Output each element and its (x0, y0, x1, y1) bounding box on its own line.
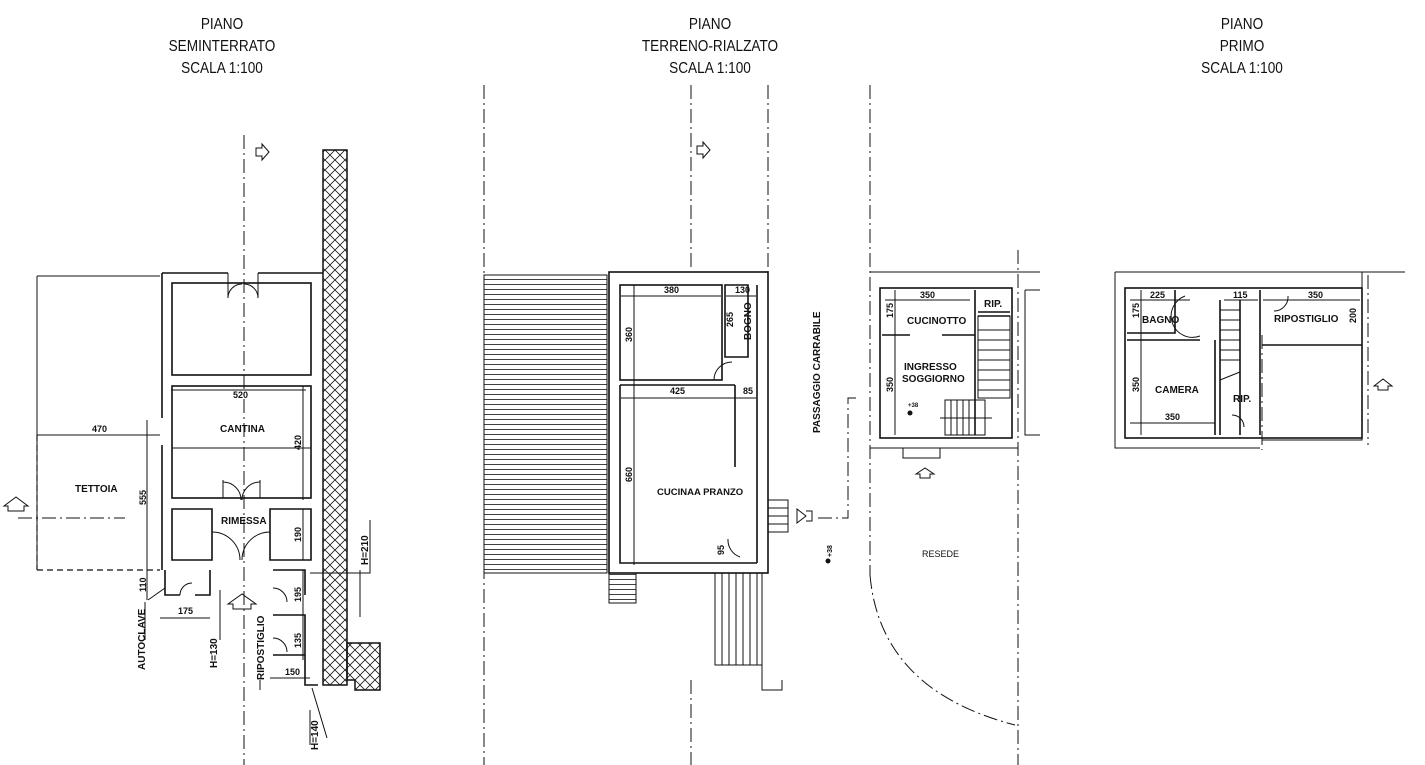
dimension-label: 110 (138, 577, 148, 592)
cantina-room (171, 385, 312, 499)
label-passaggio-carrabile: PASSAGGIO CARRABILE (812, 311, 823, 433)
dimension-label: 265 (725, 312, 735, 327)
dimension-label: 130 (735, 285, 750, 295)
dimension-label: 175 (885, 303, 895, 318)
title-line: PIANO (1220, 16, 1264, 33)
room-label-rip: RIP. (1233, 394, 1251, 405)
bogno-room (724, 284, 749, 358)
kitchen-room (619, 285, 758, 564)
room (171, 282, 312, 376)
dimension-label: 380 (664, 285, 679, 295)
level-label: +38 (827, 545, 834, 557)
arrow-icon (696, 140, 711, 160)
room-label-bagno: BAGNO (1142, 315, 1179, 326)
terrace-deck (483, 274, 608, 574)
entrance-arrow-icon (1372, 378, 1394, 391)
room-label-autoclave: AUTOCLAVE (137, 608, 148, 670)
basement-plan: TETTOIA CANTINA RIMESSA AUTOCLAVE RIPOST… (2, 135, 381, 765)
height-label: H=130 (209, 638, 220, 668)
ground-floor-unit-plan: 350 175 350 CUCINOTTO INGRESSO SOGGIORNO… (870, 271, 1040, 479)
service-rooms (164, 569, 318, 686)
retaining-wall (322, 149, 348, 686)
dimension-label: 555 (138, 490, 148, 505)
dimension-label: 425 (670, 386, 685, 396)
dimension-label: 135 (293, 633, 303, 648)
room-label-bogno: BOGNO (743, 302, 754, 340)
dimension-label: 195 (293, 587, 303, 602)
entrance-arrow-icon (226, 593, 258, 610)
title-line: PIANO (688, 16, 732, 33)
room-label-rip: RIP. (984, 299, 1002, 310)
label-resede: RESEDE (922, 549, 959, 559)
dimension-label: 360 (624, 327, 634, 342)
dimension-label: 175 (178, 606, 193, 616)
scale-label: SCALA 1:100 (669, 60, 751, 77)
dimension-label: 85 (743, 386, 753, 396)
dimension-label: 190 (293, 527, 303, 542)
room-label-cantina: CANTINA (220, 424, 265, 435)
room-label-soggiorno: SOGGIORNO (902, 374, 965, 385)
dimension-label: 520 (233, 390, 248, 400)
room-label-ripostiglio: RIPOSTIGLIO (1274, 314, 1339, 325)
dimension-label: 200 (1348, 308, 1358, 323)
dimension-label: 470 (92, 424, 107, 434)
level-marker-icon (825, 558, 831, 564)
room-label-ingresso: INGRESSO (904, 362, 957, 373)
room-label-camera: CAMERA (1155, 385, 1199, 396)
dimension-label: 175 (1131, 303, 1141, 318)
height-label: H=140 (310, 720, 321, 750)
door-icon (227, 273, 259, 299)
arrow-icon (255, 142, 270, 162)
dimension-label: 115 (1233, 290, 1248, 300)
ground-floor-plan: 380 130 360 265 425 85 660 95 BOGNO CUCI… (483, 85, 1019, 765)
dimension-label: 350 (1308, 290, 1323, 300)
exterior-wall (161, 272, 323, 570)
level-label: +38 (908, 403, 919, 409)
level-marker-icon (907, 410, 913, 416)
exterior-wall (879, 287, 1013, 439)
title-line: PRIMO (1219, 38, 1265, 55)
exterior-wall (608, 271, 769, 574)
room-label-cucina-pranzo: CUCINAA PRANZO (657, 487, 743, 498)
dimension-label: 95 (716, 545, 726, 555)
dimension-label: 350 (1131, 377, 1141, 392)
scale-label: SCALA 1:100 (181, 60, 263, 77)
exterior-wall (1124, 287, 1363, 439)
tettoia-outline (36, 275, 160, 570)
first-floor-title: PIANO PRIMO SCALA 1:100 (1122, 14, 1362, 80)
room-label-tettoia: TETTOIA (75, 484, 118, 495)
room-label-cucinotto: CUCINOTTO (907, 316, 966, 327)
first-floor-plan: 225 115 350 175 200 350 350 BAGNO CAMERA… (1114, 271, 1405, 450)
rimessa-room (171, 508, 312, 561)
title-line: TERRENO-RIALZATO (641, 38, 779, 55)
basement-title: PIANO SEMINTERRATO SCALA 1:100 (102, 14, 342, 80)
dimension-label: 350 (885, 377, 895, 392)
dimension-label: 660 (624, 467, 634, 482)
dimension-label: 225 (1150, 290, 1165, 300)
entrance-arrow-icon (796, 507, 813, 525)
retaining-wall-foot (346, 642, 381, 691)
dimension-label: 350 (920, 290, 935, 300)
entrance-arrow-icon (2, 496, 30, 512)
scale-label: SCALA 1:100 (1201, 60, 1283, 77)
entrance-arrow-icon (914, 467, 936, 479)
resede-boundary (869, 574, 1016, 726)
dimension-label: 420 (293, 435, 303, 450)
room-label-ripostiglio: RIPOSTIGLIO (256, 615, 267, 680)
ground-floor-title: PIANO TERRENO-RIALZATO SCALA 1:100 (590, 14, 830, 80)
dimension-label: 350 (1165, 412, 1180, 422)
title-line: PIANO (200, 16, 244, 33)
room-label-rimessa: RIMESSA (221, 516, 267, 527)
dimension-label: 150 (285, 667, 300, 677)
room (619, 284, 723, 381)
height-label: H=210 (360, 535, 371, 565)
stairs (977, 315, 1011, 399)
title-line: SEMINTERRATO (168, 38, 276, 55)
